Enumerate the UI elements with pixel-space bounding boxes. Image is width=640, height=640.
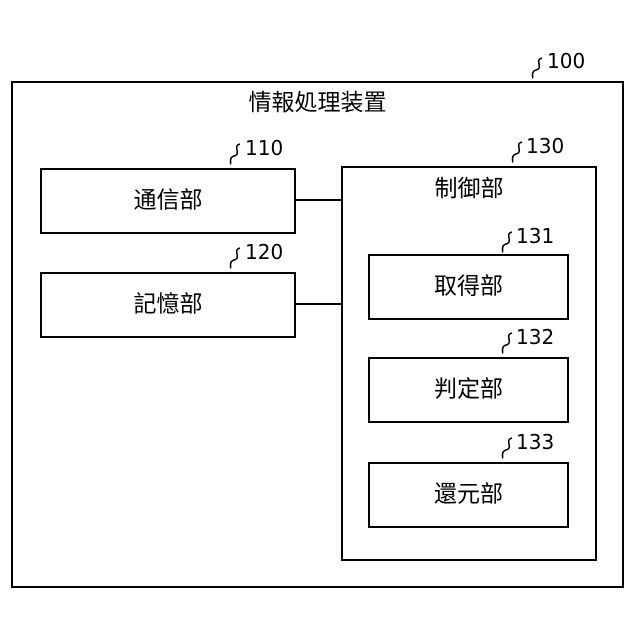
ref-leader-100	[530, 56, 546, 80]
ref-number-131: 131	[516, 226, 554, 246]
connector-storage-control	[296, 303, 342, 305]
communication-unit-box: 通信部	[40, 168, 296, 234]
acquisition-unit-box: 取得部	[368, 254, 569, 320]
connector-communication-control	[296, 199, 342, 201]
ref-leader-133	[500, 436, 516, 460]
ref-number-110: 110	[245, 138, 283, 158]
storage-unit-label: 記憶部	[42, 294, 294, 317]
ref-leader-120	[228, 246, 244, 270]
ref-number-130: 130	[526, 136, 564, 156]
ref-leader-110	[228, 142, 244, 166]
storage-unit-box: 記憶部	[40, 272, 296, 338]
determination-unit-box: 判定部	[368, 357, 569, 423]
ref-number-120: 120	[245, 242, 283, 262]
return-unit-box: 還元部	[368, 462, 569, 528]
device-title: 情報処理装置	[13, 92, 622, 115]
control-unit-label: 制御部	[343, 178, 595, 201]
ref-number-133: 133	[516, 432, 554, 452]
communication-unit-label: 通信部	[42, 190, 294, 213]
ref-leader-130	[510, 140, 526, 164]
determination-unit-label: 判定部	[370, 379, 567, 402]
ref-leader-131	[500, 230, 516, 254]
ref-leader-132	[500, 331, 516, 355]
return-unit-label: 還元部	[370, 484, 567, 507]
ref-number-100: 100	[547, 51, 585, 71]
acquisition-unit-label: 取得部	[370, 276, 567, 299]
ref-number-132: 132	[516, 327, 554, 347]
